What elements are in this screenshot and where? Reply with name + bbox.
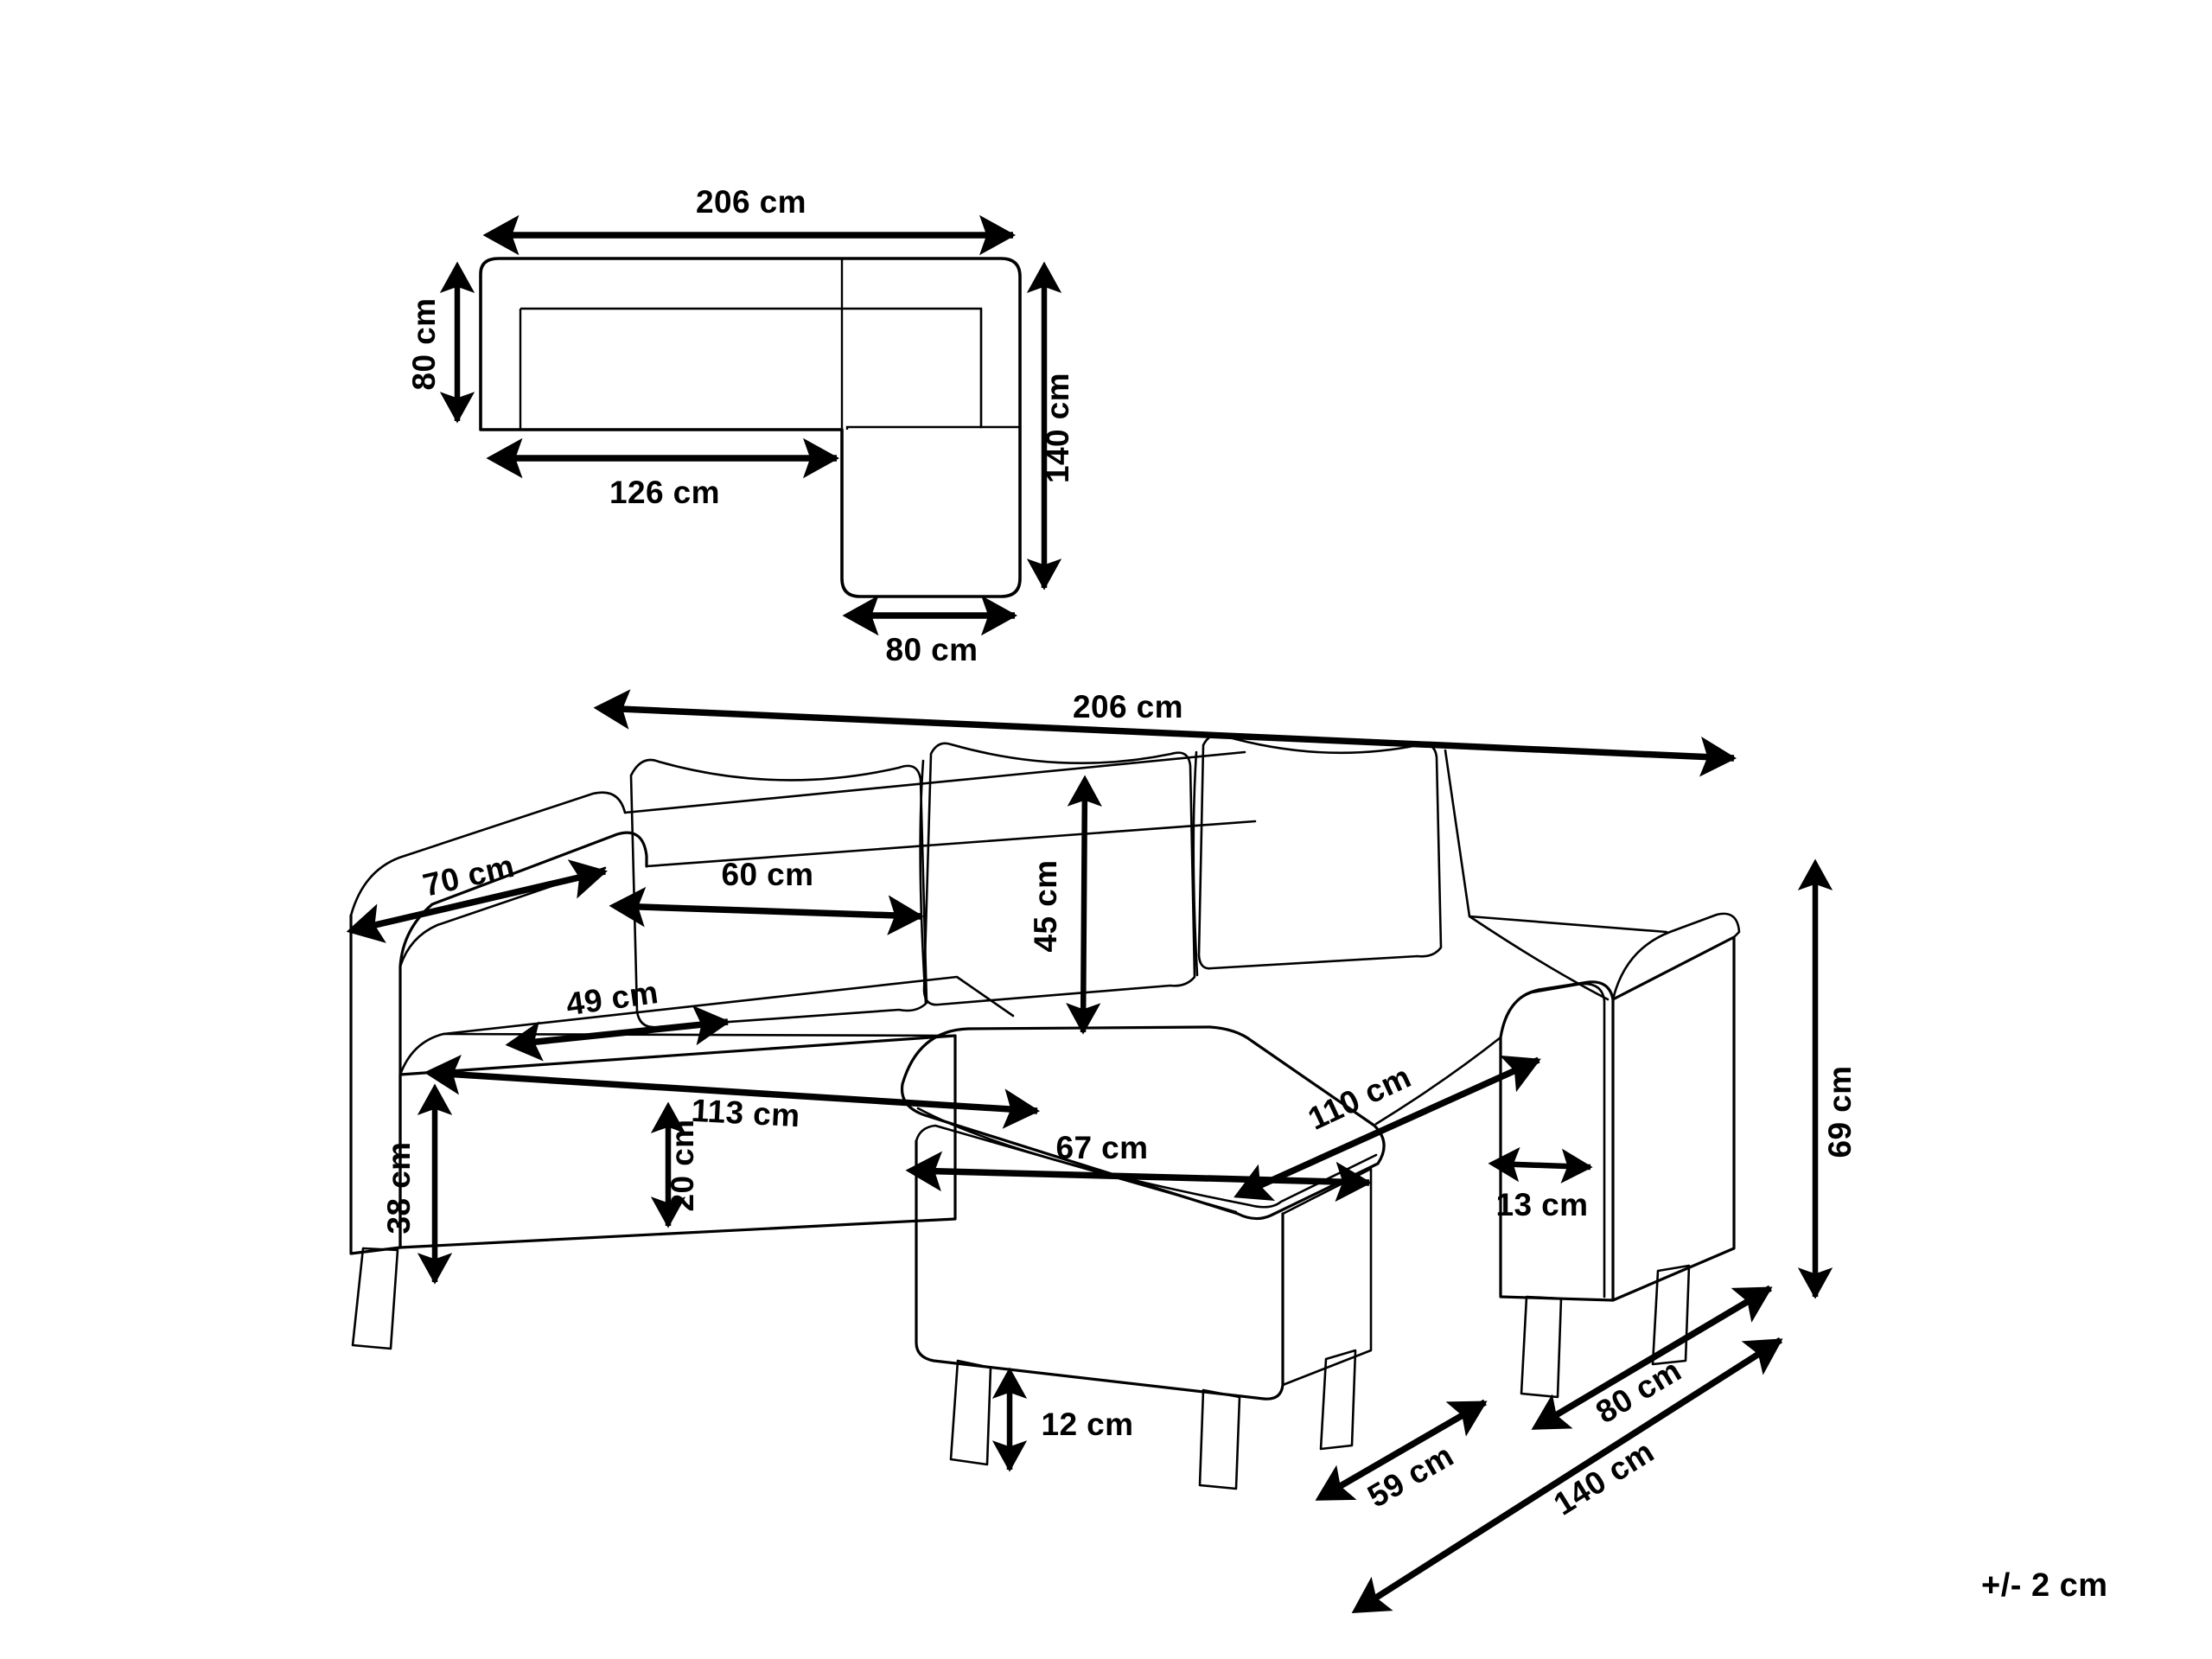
right-backrest-top <box>1444 749 1668 934</box>
plan-dim-140: 140 cm <box>1026 261 1075 590</box>
persp-dim-113-label: 113 cm <box>691 1093 801 1134</box>
persp-dim-113: 113 cm <box>424 1054 1040 1134</box>
back-cushion-right <box>1197 733 1443 970</box>
right-backrest-edge <box>1468 915 1610 1001</box>
persp-dim-69: 69 cm <box>1797 858 1858 1299</box>
right-module-backrest <box>1611 912 1741 1001</box>
persp-dim-13: 13 cm <box>1488 1146 1593 1222</box>
persp-dim-20-label: 20 cm <box>665 1120 700 1212</box>
plan-dim-80-bottom-label: 80 cm <box>886 632 979 667</box>
persp-dim-67-label: 67 cm <box>1056 1130 1149 1165</box>
persp-dim-38: 38 cm <box>381 1083 453 1285</box>
chaise-leg-front-left <box>949 1359 992 1466</box>
right-module-front <box>1499 980 1615 1302</box>
plan-dim-126-label: 126 cm <box>609 475 720 510</box>
persp-dim-206: 206 cm <box>593 689 1737 777</box>
persp-dim-69-label: 69 cm <box>1822 1066 1858 1158</box>
plan-chaise-inner <box>979 309 1020 429</box>
persp-dim-110: 110 cm <box>1233 1055 1541 1202</box>
right-module-side <box>1611 935 1736 1302</box>
persp-dim-49-label: 49 cm <box>564 974 660 1022</box>
persp-dim-12: 12 cm <box>991 1367 1134 1472</box>
persp-dim-45: 45 cm <box>1028 775 1102 1035</box>
plan-dim-80-left-label: 80 cm <box>406 298 442 391</box>
back-cushion-seam-2 <box>1192 750 1199 977</box>
plan-seat-inner-left <box>520 307 983 430</box>
plan-view-group: 206 cm 80 cm 126 cm 140 cm 80 cm <box>406 184 1075 667</box>
right-arm-roll <box>1499 982 1606 1298</box>
plan-dim-80-left: 80 cm <box>406 261 475 424</box>
persp-dim-45-label: 45 cm <box>1028 860 1063 953</box>
plan-dim-206-label: 206 cm <box>696 184 806 220</box>
persp-dim-60-label: 60 cm <box>722 857 814 892</box>
plan-dim-140-label: 140 cm <box>1040 373 1075 483</box>
persp-dim-20: 20 cm <box>650 1101 700 1228</box>
chaise-leg-front-right <box>1198 1388 1241 1490</box>
persp-dim-60: 60 cm <box>609 857 924 935</box>
persp-dim-206-label: 206 cm <box>1073 689 1183 724</box>
left-leg <box>351 1247 399 1350</box>
persp-dim-12-label: 12 cm <box>1042 1407 1134 1442</box>
back-cushion-left <box>629 758 928 1029</box>
chaise-body-right-face <box>1281 1167 1373 1387</box>
persp-dim-70: 70 cm <box>346 848 608 943</box>
perspective-view-group: 206 cm 70 cm 60 cm 45 cm 49 cm <box>346 689 1858 1614</box>
seat-back-rail-lower <box>645 820 1257 868</box>
plan-sofa-outline <box>479 257 1022 598</box>
chaise-leg-right <box>1319 1349 1357 1451</box>
right-leg-front <box>1520 1295 1563 1399</box>
tolerance-note: +/- 2 cm <box>1981 1567 2108 1604</box>
back-cushion-seam-1 <box>919 759 928 1005</box>
persp-dim-80-side: 80 cm <box>1531 1285 1773 1430</box>
seat-back-rail <box>623 750 1246 814</box>
plan-dim-80-bottom: 80 cm <box>842 595 1018 667</box>
plan-dim-126: 126 cm <box>486 437 840 510</box>
seat-cushion-front <box>442 1032 957 1037</box>
chaise-body-front <box>915 1139 1284 1401</box>
persp-dim-13-label: 13 cm <box>1496 1187 1589 1222</box>
plan-dim-206: 206 cm <box>482 184 1017 256</box>
persp-dim-38-label: 38 cm <box>381 1142 417 1235</box>
persp-dim-59: 59 cm <box>1315 1399 1488 1515</box>
